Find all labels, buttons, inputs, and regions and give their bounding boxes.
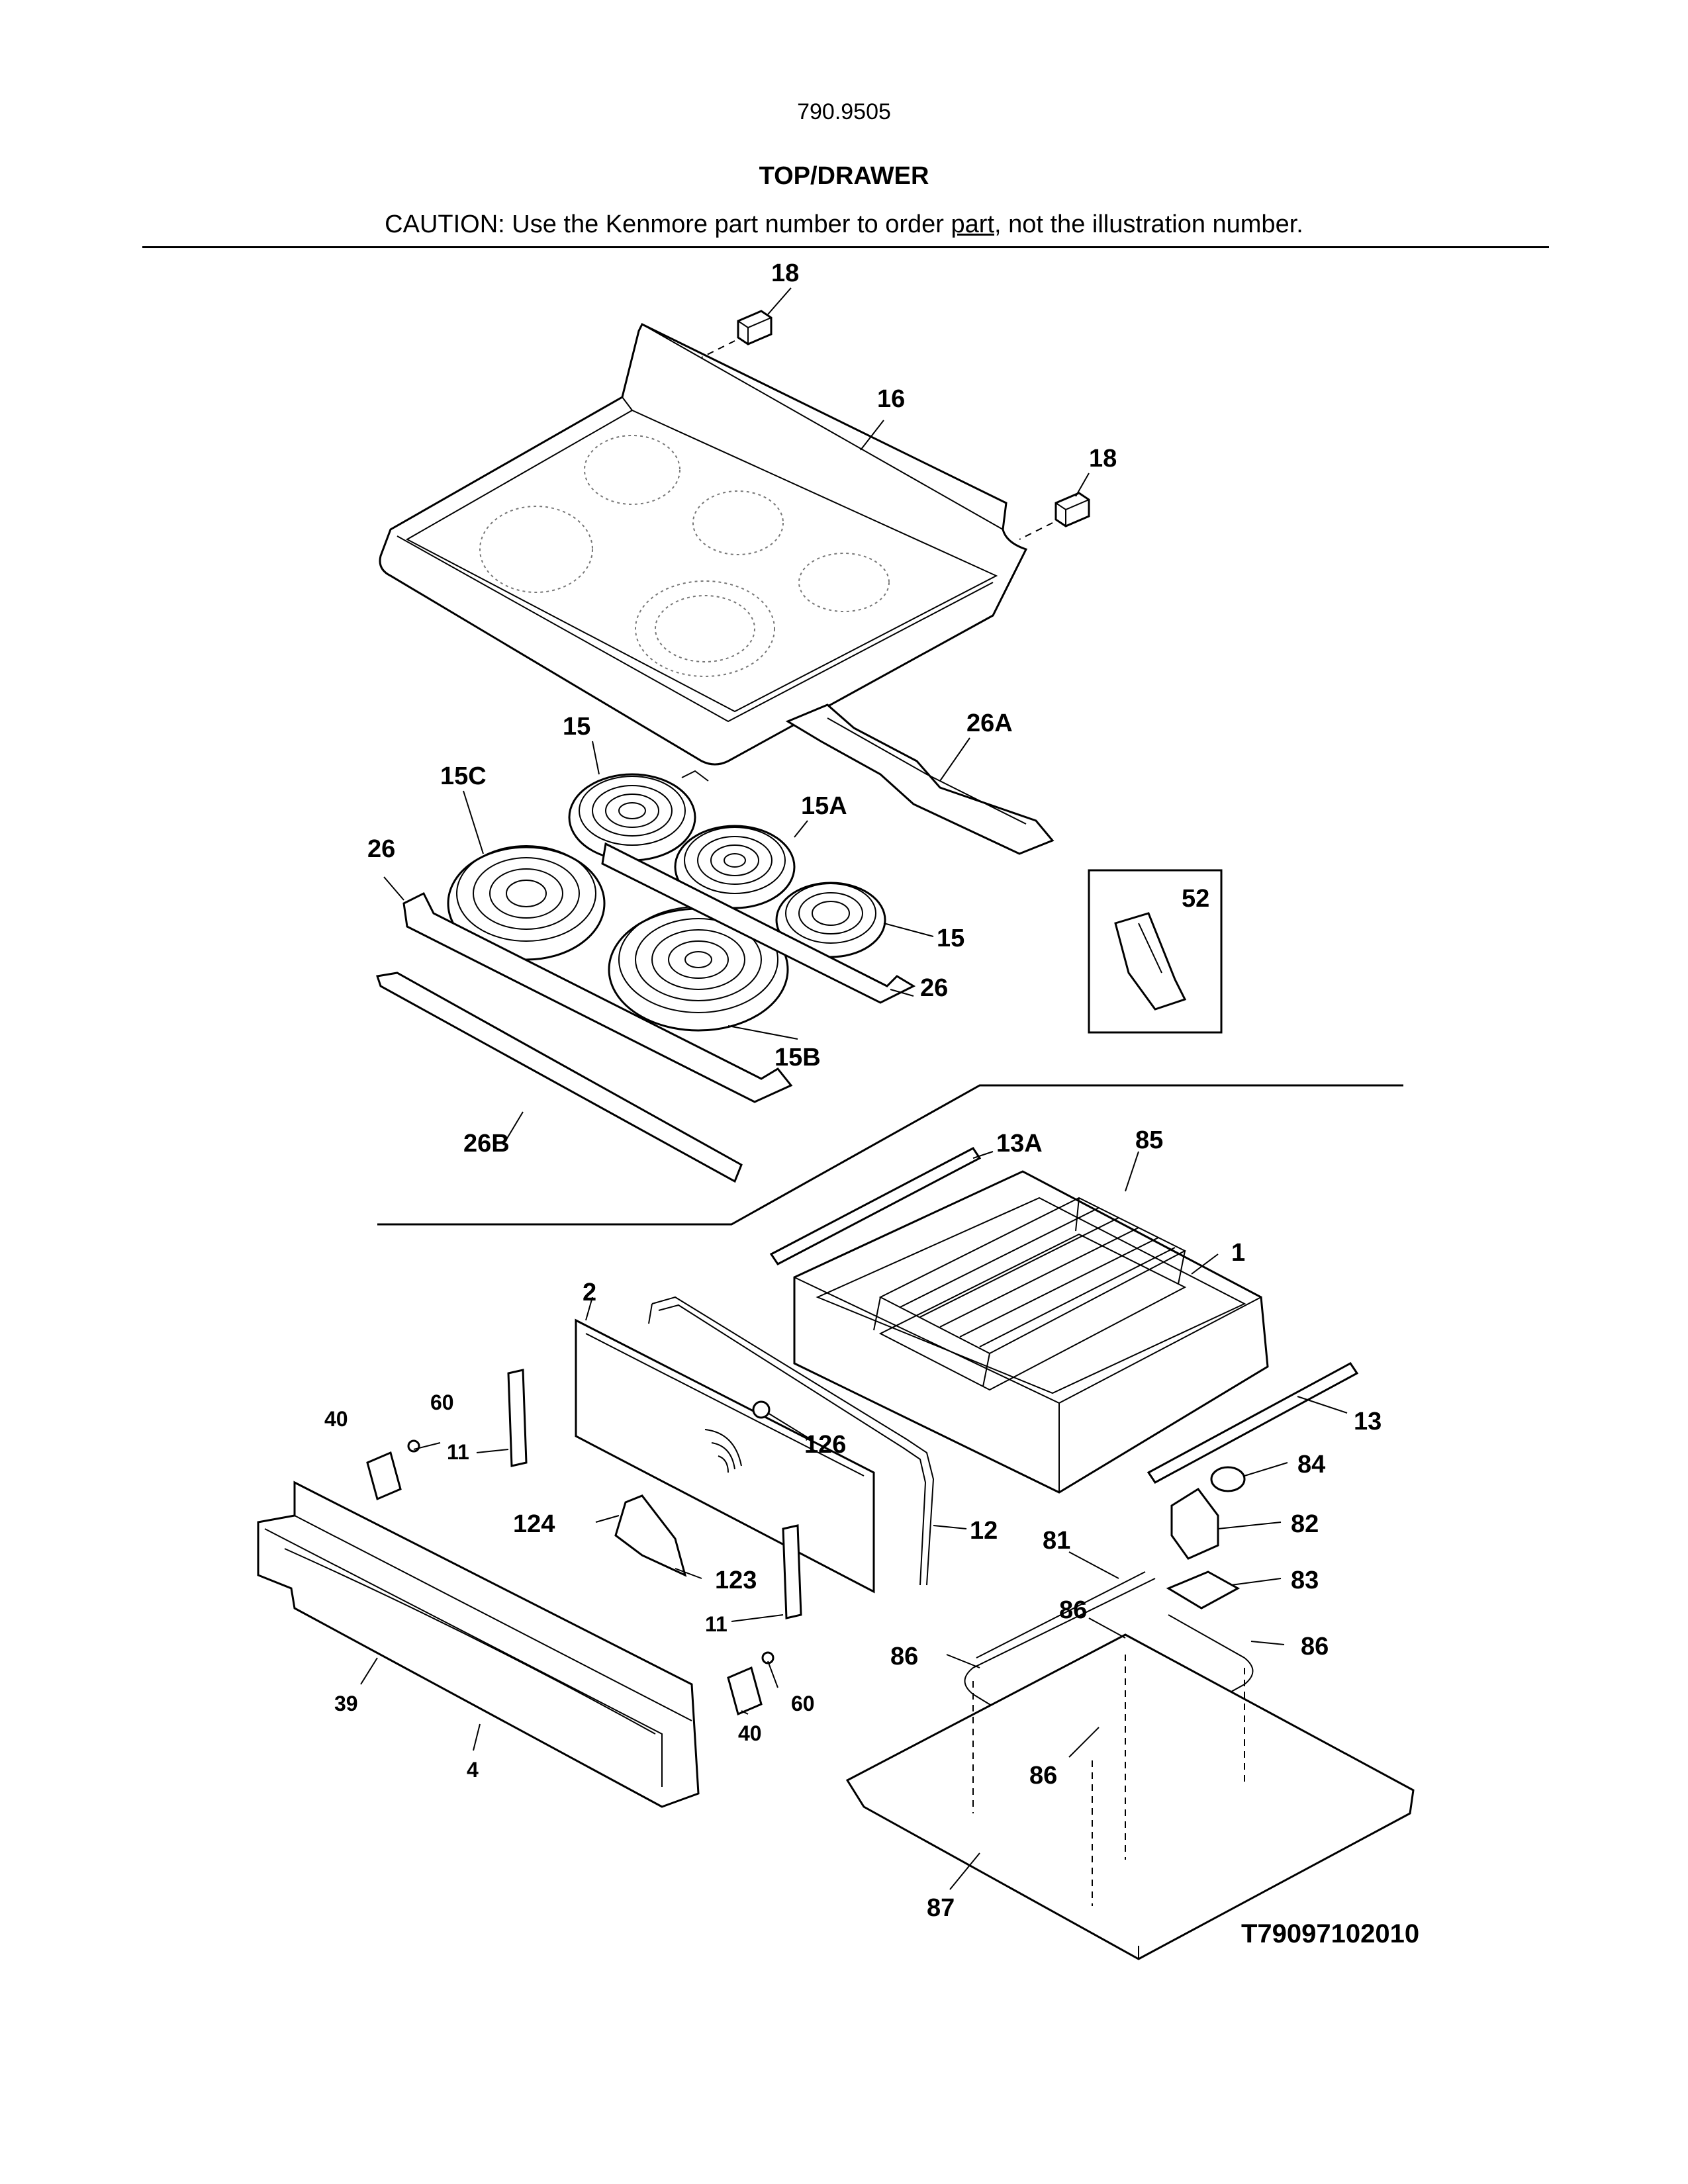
- leader-lines: [360, 287, 1348, 1890]
- callout-13: 13: [1354, 1408, 1382, 1435]
- callout-86-right: 86: [1301, 1633, 1329, 1661]
- callout-11-left: 11: [447, 1440, 469, 1464]
- section-divider: [377, 1084, 1403, 1226]
- callout-1: 1: [1231, 1239, 1245, 1267]
- callout-16: 16: [877, 385, 905, 413]
- callout-126: 126: [804, 1431, 846, 1459]
- callout-84: 84: [1297, 1451, 1325, 1479]
- callout-18-lower: 18: [1089, 445, 1117, 473]
- callout-11-right: 11: [705, 1612, 727, 1636]
- drawer-bracket-left: [507, 1369, 528, 1467]
- caution-text-underlined: part: [951, 210, 994, 238]
- callout-26b: 26B: [463, 1130, 510, 1158]
- heat-deflector: [614, 1494, 687, 1577]
- callout-124: 124: [513, 1510, 555, 1538]
- element-support-bracket-front: [402, 891, 793, 1103]
- top-bracket-right: [1019, 492, 1090, 540]
- callout-15a: 15A: [801, 792, 847, 820]
- rear-element-bracket: [785, 704, 1055, 855]
- callout-2: 2: [583, 1279, 596, 1306]
- callout-81: 81: [1043, 1527, 1070, 1555]
- callout-60-lower: 60: [791, 1692, 815, 1715]
- caution-note: CAUTION: Use the Kenmore part number to …: [0, 210, 1688, 239]
- bracket-83: [1166, 1570, 1241, 1610]
- section-title: TOP/DRAWER: [759, 162, 929, 190]
- callout-123: 123: [715, 1567, 757, 1594]
- clip-40-right: [727, 1651, 774, 1716]
- callout-87: 87: [927, 1894, 955, 1922]
- drawer-inner-panel: [575, 1318, 875, 1594]
- trim-strip-26b: [376, 972, 743, 1183]
- callout-15b: 15B: [774, 1044, 821, 1071]
- caution-text-start: CAUTION: Use the Kenmore part number to …: [385, 210, 951, 238]
- top-bracket-left: [701, 310, 773, 358]
- callout-15c: 15C: [440, 762, 487, 790]
- part-52-inset: [1088, 869, 1223, 1034]
- callout-12: 12: [970, 1517, 998, 1545]
- drawer-slide-left: [769, 1147, 982, 1265]
- caution-text-end: , not the illustration number.: [994, 210, 1303, 238]
- drawer-rack: [873, 1197, 1187, 1391]
- callout-83: 83: [1291, 1567, 1319, 1594]
- drawer-front: [257, 1480, 700, 1808]
- sensor-84: [1210, 1466, 1246, 1492]
- callout-labels: 18 16 18 15 26A 15C 15A 26 52 15 26 15B …: [324, 259, 1419, 1948]
- callout-86-top: 86: [1059, 1596, 1087, 1624]
- callout-4: 4: [467, 1758, 479, 1782]
- drawer-gasket: [648, 1296, 935, 1586]
- drawer-slide-right: [1147, 1362, 1359, 1484]
- callout-18-upper: 18: [771, 259, 799, 287]
- diagram-code: T79097102010: [1241, 1919, 1419, 1948]
- element-support-bracket-rear: [601, 842, 916, 1004]
- header-rule: [142, 246, 1549, 248]
- clip-40-left: [366, 1439, 420, 1501]
- callout-40-right: 40: [738, 1721, 762, 1745]
- callout-52: 52: [1182, 885, 1209, 913]
- bracket-82: [1170, 1487, 1219, 1560]
- model-number: 790.9505: [797, 99, 891, 124]
- callout-26-right: 26: [920, 974, 948, 1002]
- callout-85: 85: [1135, 1126, 1163, 1154]
- callout-60-upper: 60: [430, 1390, 454, 1414]
- callout-26-left: 26: [367, 835, 395, 863]
- cooktop-glass-top: [379, 322, 1028, 766]
- callout-39: 39: [334, 1692, 358, 1715]
- drawer-bottom-panel: [845, 1633, 1415, 1960]
- callout-86-left: 86: [890, 1643, 918, 1670]
- callout-26a: 26A: [966, 709, 1013, 737]
- callout-15-right: 15: [937, 925, 964, 952]
- callout-82: 82: [1291, 1510, 1319, 1538]
- callout-13a: 13A: [996, 1130, 1043, 1158]
- callout-15-rear: 15: [563, 713, 590, 741]
- drawer-bracket-right: [782, 1524, 802, 1619]
- callout-40-left: 40: [324, 1407, 348, 1431]
- radiant-element-15b-dual: [608, 906, 789, 1032]
- callout-86-bottom: 86: [1029, 1762, 1057, 1790]
